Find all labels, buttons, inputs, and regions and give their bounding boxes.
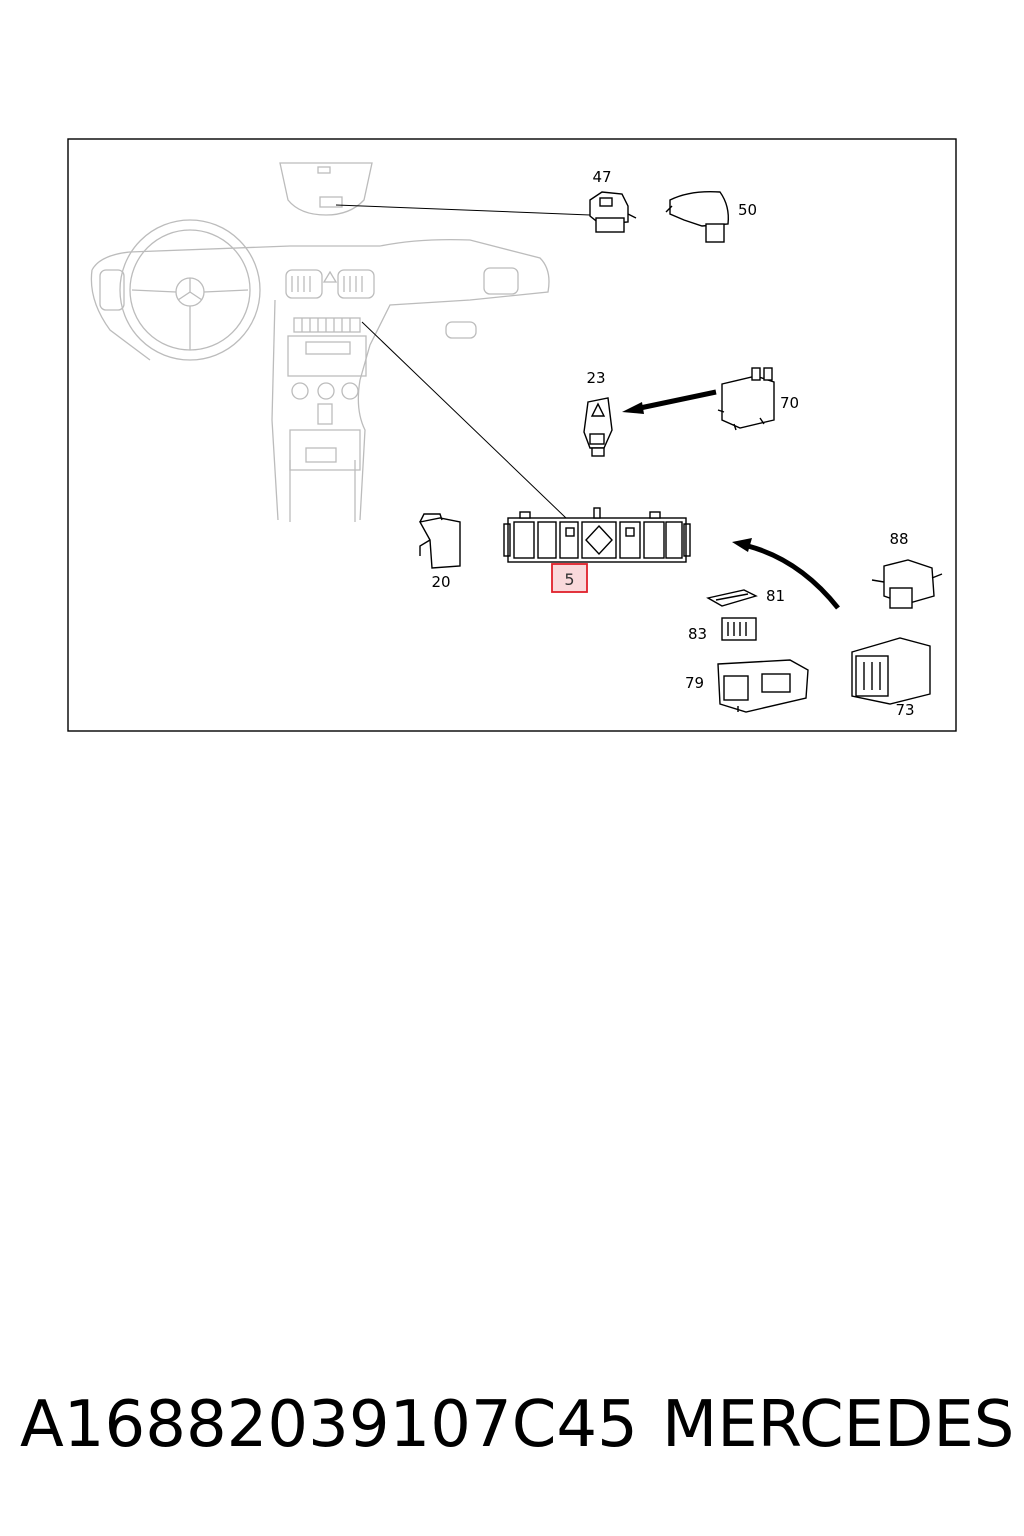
part-81-clip[interactable] — [706, 589, 758, 607]
part-50-cover[interactable] — [665, 190, 730, 243]
callout-83: 83 — [688, 625, 707, 643]
part-5-switch-panel[interactable] — [503, 507, 691, 563]
callout-5: 5 — [564, 570, 574, 589]
callout-20: 20 — [431, 573, 450, 591]
callout-88: 88 — [889, 530, 908, 548]
callout-70: 70 — [780, 394, 799, 412]
diagram-border — [67, 138, 957, 732]
arrowhead-5 — [732, 538, 752, 552]
footer-caption: A16882039107C45 MERCEDES — [0, 1380, 1024, 1470]
part-83-connector[interactable] — [721, 617, 757, 641]
callout-47: 47 — [592, 168, 611, 186]
part-23-hazard-switch[interactable] — [583, 397, 613, 457]
arrow-to-5 — [747, 543, 840, 610]
part-73-connector[interactable] — [851, 637, 931, 705]
arrowhead-23 — [622, 402, 644, 414]
callout-23: 23 — [586, 369, 605, 387]
arrow-70-to-23 — [639, 389, 717, 411]
callout-50: 50 — [738, 201, 757, 219]
callout-79: 79 — [685, 674, 704, 692]
part-number: A16882039107C45 — [20, 1388, 638, 1462]
callout-73: 73 — [895, 701, 914, 719]
dashboard-illustration — [90, 162, 550, 522]
part-20-cover[interactable] — [418, 513, 461, 569]
callout-81: 81 — [766, 587, 785, 605]
part-47-switch[interactable] — [589, 191, 637, 233]
callout-5-highlight[interactable] — [551, 563, 588, 593]
leader-5 — [361, 321, 567, 519]
brand-name: MERCEDES — [662, 1388, 1015, 1462]
part-79-connector[interactable] — [717, 659, 809, 713]
part-88-switch[interactable] — [871, 559, 943, 609]
leader-47 — [335, 204, 591, 216]
part-70-module[interactable] — [717, 367, 775, 431]
